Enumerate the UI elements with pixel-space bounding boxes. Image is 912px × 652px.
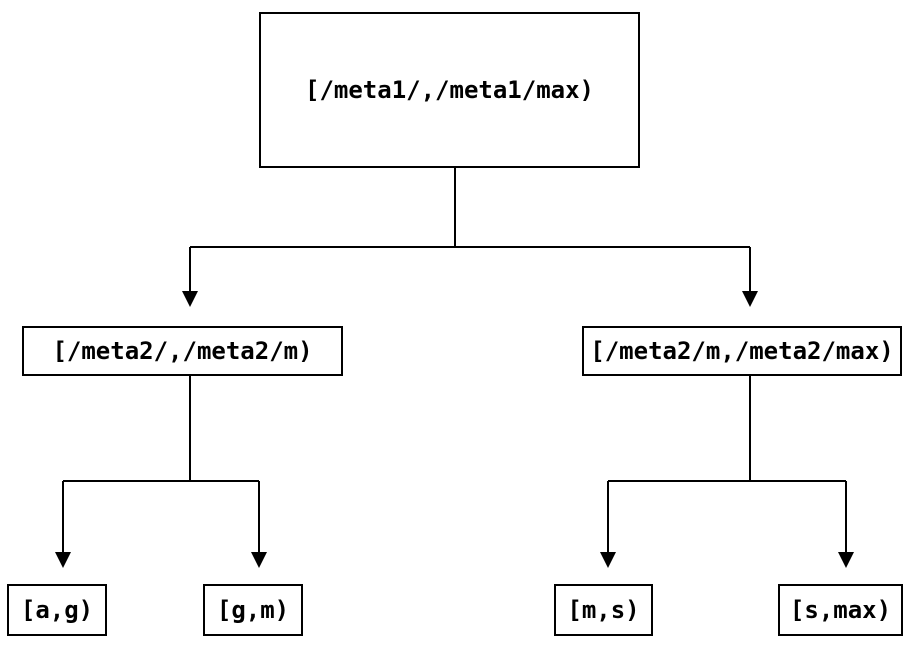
tree-node-leaf-smax: [s,max)	[778, 584, 903, 636]
tree-node-right: [/meta2/m,/meta2/max)	[582, 326, 902, 376]
tree-node-root: [/meta1/,/meta1/max)	[259, 12, 640, 168]
arrowhead-icon	[838, 552, 854, 568]
tree-node-leaf-gm: [g,m)	[203, 584, 303, 636]
edge-line	[62, 376, 260, 553]
edge-left-to-leaves	[55, 376, 267, 568]
tree-node-left: [/meta2/,/meta2/m)	[22, 326, 343, 376]
tree-node-right-label: [/meta2/m,/meta2/max)	[590, 337, 894, 365]
tree-node-leaf-gm-label: [g,m)	[216, 596, 290, 624]
edge-root-to-children	[182, 168, 758, 307]
arrowhead-icon	[55, 552, 71, 568]
tree-node-leaf-ms: [m,s)	[554, 584, 653, 636]
edge-line	[607, 376, 847, 553]
arrowhead-icon	[742, 291, 758, 307]
tree-node-leaf-smax-label: [s,max)	[789, 596, 892, 624]
edge-right-to-leaves	[600, 376, 854, 568]
tree-node-leaf-ms-label: [m,s)	[567, 596, 640, 624]
tree-node-leaf-ag-label: [a,g)	[20, 596, 94, 624]
tree-node-left-label: [/meta2/,/meta2/m)	[52, 337, 313, 365]
arrowhead-icon	[600, 552, 616, 568]
tree-node-root-label: [/meta1/,/meta1/max)	[305, 76, 594, 104]
edge-line	[189, 168, 751, 292]
tree-node-leaf-ag: [a,g)	[7, 584, 107, 636]
arrowhead-icon	[251, 552, 267, 568]
arrowhead-icon	[182, 291, 198, 307]
